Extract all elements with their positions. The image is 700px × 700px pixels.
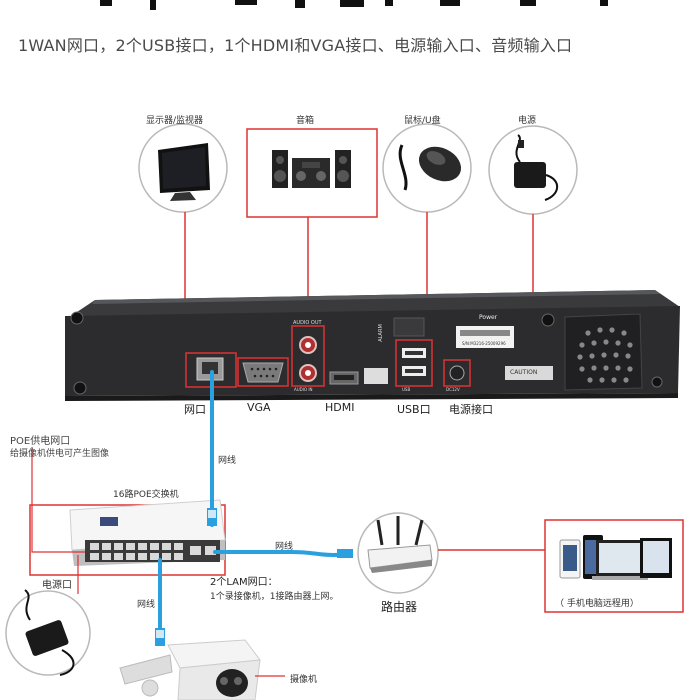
monitor-icon — [138, 123, 228, 213]
nvr-audio-out-mark: AUDIO OUT — [293, 320, 322, 326]
cable-connectors — [155, 508, 353, 646]
speaker-icon — [246, 128, 378, 218]
router-icon — [357, 512, 439, 594]
power-label: 电源 — [518, 116, 537, 126]
vga-port-label: VGA — [247, 401, 271, 414]
lam-title: 2个LAM网口： — [210, 577, 278, 588]
nvr-sn-mark: S/N:M3216-25009296 — [462, 341, 506, 346]
cable-label-2: 网线 — [275, 542, 294, 552]
camera-icon — [119, 639, 261, 700]
poe-switch-label: 16路POE交换机 — [113, 490, 179, 500]
nvr-audio-in-mark: AUDIO IN — [294, 387, 313, 392]
remote-caption: （ 手机电脑远程用） — [555, 599, 639, 609]
usb-port-label: USB口 — [397, 403, 431, 416]
page-header: 1WAN网口，2个USB接口，1个HDMI和VGA接口、电源输入口、音频输入口 — [18, 36, 573, 55]
speaker-label: 音箱 — [296, 116, 315, 126]
nvr-power-mark: Power — [479, 314, 498, 321]
power-port-bottom-label: 电源口 — [42, 580, 72, 591]
lam-desc: 1个录接像机，1接路由器上网。 — [210, 592, 339, 602]
nvr-caution-mark: CAUTION — [510, 369, 538, 376]
monitor-label: 显示器/监视器 — [146, 116, 204, 126]
camera-label: 摄像机 — [290, 675, 318, 685]
hdmi-port-label: HDMI — [325, 401, 355, 414]
remote-devices-box — [544, 519, 684, 613]
cable-label-3: 网线 — [137, 600, 156, 610]
mouse-label: 鼠标/U盘 — [404, 116, 441, 126]
mouse-icon — [382, 123, 472, 213]
nvr-back-panel — [65, 290, 680, 401]
power-adapter-bottom-icon — [5, 589, 91, 676]
poe-desc: 给摄像机供电可产生图像 — [10, 449, 110, 459]
nvr-dc-mark: DC12V — [446, 387, 460, 392]
nvr-alarm-mark: ALARM — [377, 324, 384, 342]
power-adapter-icon — [488, 125, 578, 215]
power-port-label: 电源接口 — [449, 403, 493, 416]
router-label: 路由器 — [381, 600, 418, 614]
lan-port-label: 网口 — [184, 403, 206, 416]
cable-label-1: 网线 — [218, 456, 237, 466]
poe-leader-line — [31, 447, 85, 553]
poe-switch — [29, 499, 226, 576]
nvr-usb-mark: USB — [402, 387, 411, 392]
poe-title: POE供电网口 — [10, 436, 71, 447]
